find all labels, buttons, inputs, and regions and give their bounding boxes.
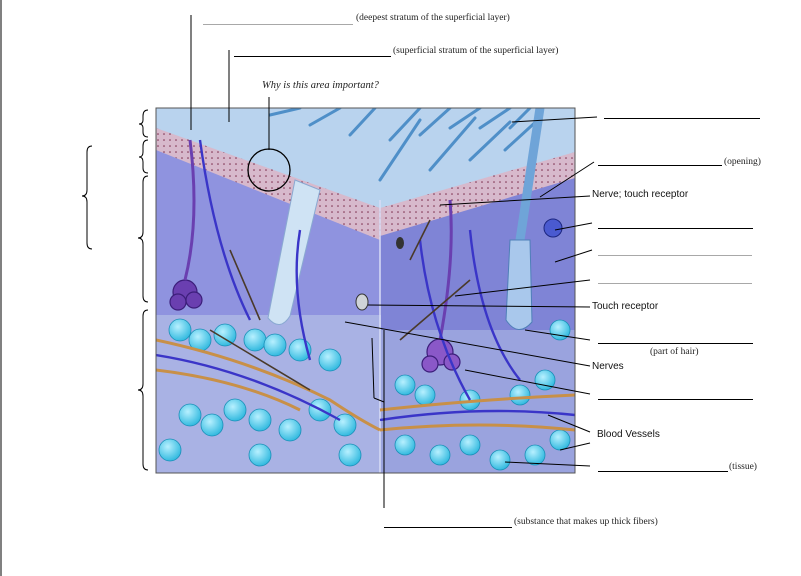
nerve-fibers [156,139,575,422]
blank-substance[interactable] [384,527,512,528]
brace-reticular [137,175,149,303]
dark-fibers [209,219,471,391]
label-opening: (opening) [724,157,761,167]
blank-structure-2[interactable] [598,255,752,256]
blank-structure-3[interactable] [598,283,752,284]
meissner-corpuscle [543,218,563,238]
brace-epidermis [138,109,149,138]
brace-papillary [138,139,149,174]
illustration-frame [155,107,576,474]
brace-hypodermis [137,309,149,471]
hair-follicle-left [267,179,321,325]
blank-deepest-stratum[interactable] [203,24,353,25]
blank-superficial-stratum[interactable] [234,56,391,57]
blank-hair-shaft[interactable] [604,118,760,119]
label-part-of-hair: (part of hair) [650,347,699,357]
free-nerve-ending [396,237,404,249]
question-text: Why is this area important? [262,80,379,91]
blank-tissue[interactable] [598,471,728,472]
hair-shaft [515,108,545,241]
stratum-basale-left [156,128,380,240]
sweat-duct-right [438,199,453,341]
brace-dermis [81,145,93,250]
hair-follicle-right [505,239,533,330]
skin-block [156,108,575,473]
blank-part-of-hair[interactable] [598,343,753,344]
touch-receptor-corpuscle [355,293,369,311]
label-blood-vessels: Blood Vessels [597,429,660,440]
blank-opening[interactable] [598,165,722,166]
label-tissue: (tissue) [729,462,757,472]
label-nerve-touch-receptor: Nerve; touch receptor [592,189,689,200]
sweat-gland-left [169,279,203,311]
label-superficial-stratum: (superficial stratum of the superficial … [393,46,559,56]
blank-structure-4[interactable] [598,399,753,400]
sweat-duct-left [183,139,196,281]
layer-braces [81,109,149,471]
label-substance: (substance that makes up thick fibers) [514,517,658,527]
label-touch-receptor: Touch receptor [592,301,659,312]
label-nerves: Nerves [592,361,624,372]
label-deepest-stratum: (deepest stratum of the superficial laye… [356,13,510,23]
blank-structure-1[interactable] [598,228,753,229]
adipose-cells [158,318,571,471]
leader-lines [190,15,598,508]
